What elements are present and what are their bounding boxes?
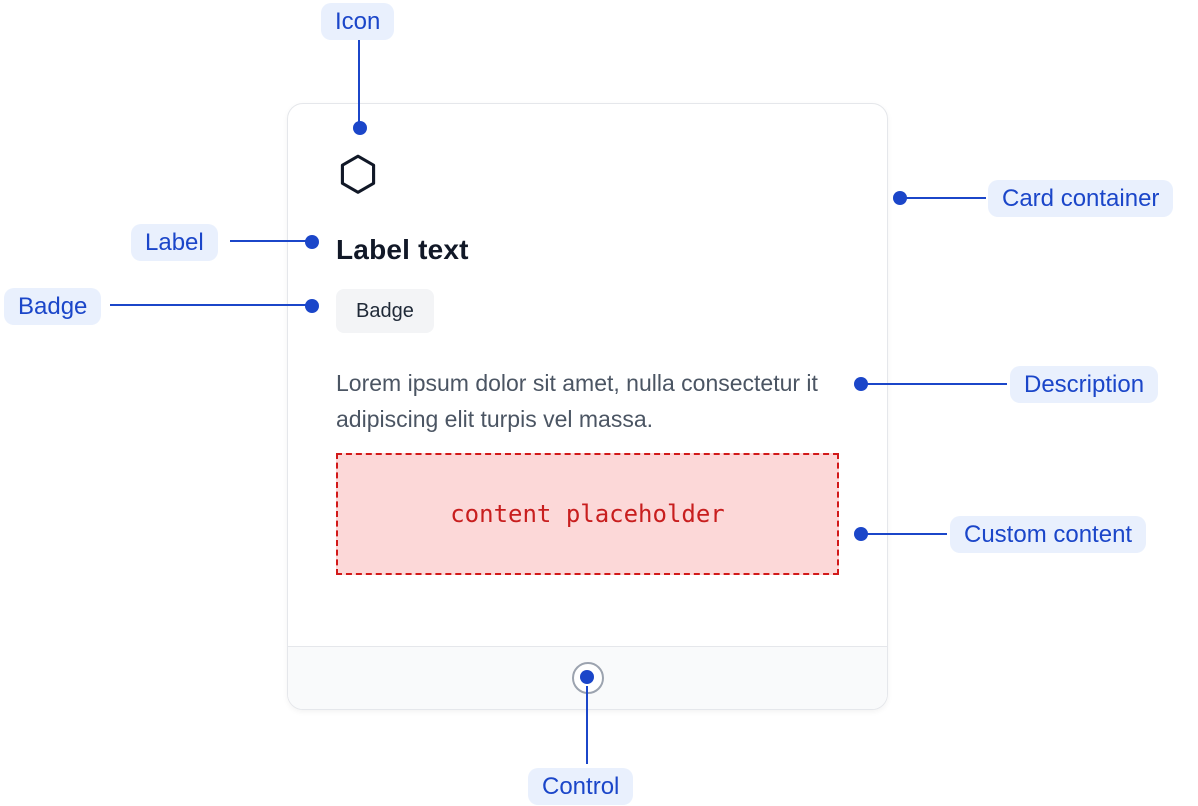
connector-line-control xyxy=(586,686,588,764)
hexagon-icon xyxy=(336,152,839,205)
connector-dot-card-container xyxy=(893,191,907,205)
connector-line-card-container xyxy=(906,197,986,199)
connector-dot-label xyxy=(305,235,319,249)
connector-dot-custom-content xyxy=(854,527,868,541)
connector-dot-badge xyxy=(305,299,319,313)
connector-line-badge xyxy=(110,304,306,306)
connector-line-custom-content xyxy=(867,533,947,535)
connector-dot-control xyxy=(580,670,594,684)
annotation-pill-label: Label xyxy=(131,224,218,261)
card-description: Lorem ipsum dolor sit amet, nulla consec… xyxy=(336,370,818,432)
card-container: Label text Badge Lorem ipsum dolor sit a… xyxy=(287,103,888,710)
connector-line-icon xyxy=(358,40,360,122)
connector-line-label xyxy=(230,240,306,242)
connector-line-description xyxy=(867,383,1007,385)
connector-dot-icon xyxy=(353,121,367,135)
custom-content-area: content placeholder xyxy=(336,453,839,575)
custom-content-text: content placeholder xyxy=(450,500,725,528)
annotation-pill-control: Control xyxy=(528,768,634,805)
annotation-pill-card-container: Card container xyxy=(988,180,1174,217)
connector-dot-description xyxy=(854,377,868,391)
card-body: Label text Badge Lorem ipsum dolor sit a… xyxy=(288,104,887,646)
annotation-pill-badge: Badge xyxy=(4,288,102,325)
card-label: Label text xyxy=(336,234,469,265)
annotation-pill-icon: Icon xyxy=(321,3,395,40)
card-badge: Badge xyxy=(336,289,434,333)
annotation-pill-description: Description xyxy=(1010,366,1159,403)
annotation-pill-custom-content: Custom content xyxy=(950,516,1147,553)
